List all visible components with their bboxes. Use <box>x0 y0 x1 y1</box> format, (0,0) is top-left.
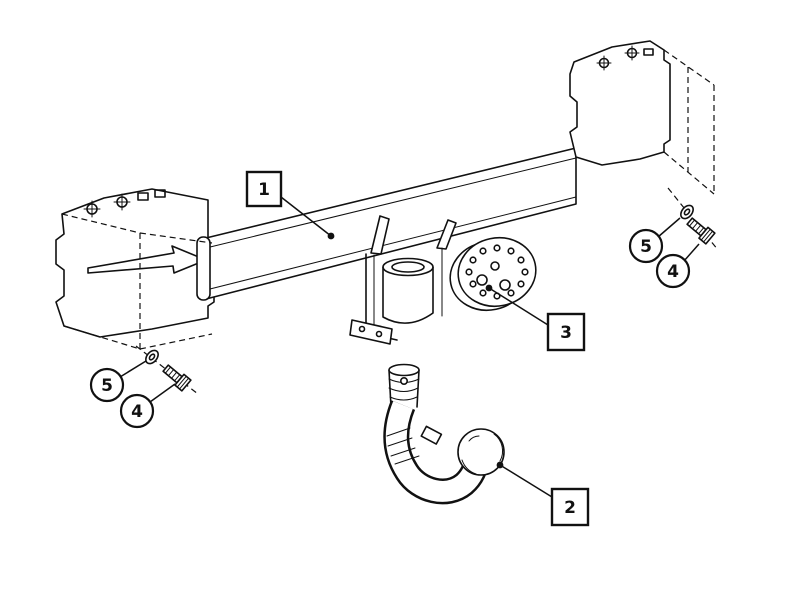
callout-1: 1 <box>245 170 283 208</box>
callout-2: 2 <box>550 487 590 527</box>
left-bracket-hidden-lines <box>61 213 213 395</box>
right-mounting-bracket <box>569 40 671 166</box>
left-bracket-holes <box>83 189 166 218</box>
crossbeam-end-cap <box>196 236 211 301</box>
callout-3: 3 <box>546 312 586 352</box>
washer-left <box>145 349 159 365</box>
towball <box>457 428 505 476</box>
callout-4-left-label: 4 <box>131 402 143 422</box>
crossbeam <box>196 147 577 301</box>
center-coupling-bracket <box>349 215 457 345</box>
callout-4-left: 4 <box>119 393 155 429</box>
bolt-right <box>686 217 716 245</box>
left-mounting-bracket <box>55 188 215 338</box>
washer-right <box>680 204 694 220</box>
callout-4-right-label: 4 <box>667 262 679 282</box>
callout-5-left-label: 5 <box>101 376 113 396</box>
callout-5-left: 5 <box>89 367 125 403</box>
flange-plate <box>449 236 537 312</box>
bolt-left <box>162 364 192 392</box>
left-fin <box>370 215 390 255</box>
shank-pin-hole <box>399 376 408 385</box>
callout-5-right-label: 5 <box>640 237 652 257</box>
right-fin <box>436 219 457 250</box>
callout-3-label: 3 <box>560 323 572 343</box>
left-bracket-gusset-arrow <box>87 245 207 274</box>
foot-tab <box>349 319 393 345</box>
leader-lines <box>119 196 700 498</box>
right-bracket-holes <box>596 45 654 71</box>
callout-1-label: 1 <box>258 180 270 200</box>
neck-knurling <box>386 427 420 465</box>
release-latch <box>420 425 443 445</box>
right-bracket-hidden-lines <box>663 49 719 251</box>
receiver-tube <box>382 267 434 324</box>
towball-swan-neck <box>383 363 505 505</box>
callout-4-right: 4 <box>655 253 691 289</box>
callout-5-right: 5 <box>628 228 664 264</box>
callout-2-label: 2 <box>564 498 576 518</box>
